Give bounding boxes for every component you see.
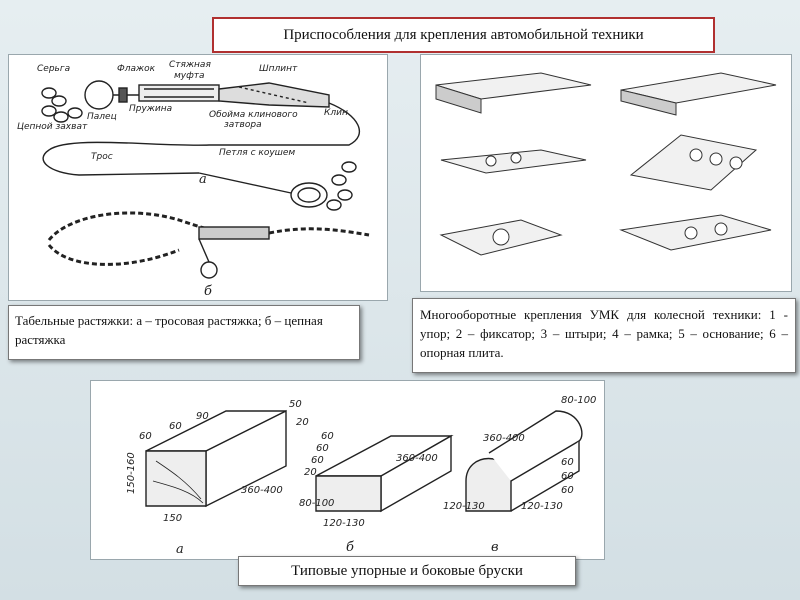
umk-caption: Многооборотные крепления УМК для колесно… xyxy=(412,298,796,373)
label-oboima-2: затвора xyxy=(224,120,262,130)
subfigure-blocks-b: б xyxy=(346,540,354,555)
label-tsepnoi: Цепной захват xyxy=(17,122,88,132)
straps-illustration: Серьга Флажок Стяжная муфта Шплинт Пружи… xyxy=(17,60,370,299)
label-flazhok: Флажок xyxy=(117,64,156,74)
dim-a-60-1: 60 xyxy=(139,431,152,442)
dim-c-height: 120-130 xyxy=(443,501,485,512)
slide-title: Приспособления для крепления автомобильн… xyxy=(212,17,715,53)
label-serga: Серьга xyxy=(37,64,70,74)
dim-b-length: 360-400 xyxy=(396,453,438,464)
dim-b-width: 120-130 xyxy=(323,518,365,529)
label-styazhnaya: Стяжная xyxy=(169,60,211,70)
label-shplint: Шплинт xyxy=(259,64,298,74)
dim-a-60-2: 60 xyxy=(169,421,182,432)
dim-b-60-1: 60 xyxy=(321,431,334,442)
dim-b-20: 20 xyxy=(304,467,317,478)
dim-a-width: 150 xyxy=(163,513,182,524)
straps-caption: Табельные растяжки: а – тросовая растяжк… xyxy=(8,305,360,360)
dim-a-90: 90 xyxy=(196,411,209,422)
umk-drawing xyxy=(420,54,792,292)
dim-c-60-1: 60 xyxy=(561,457,574,468)
label-oboima-1: Обойма клинового xyxy=(209,110,298,120)
subfigure-a: а xyxy=(199,172,207,187)
dim-b-60-3: 60 xyxy=(311,455,324,466)
dim-c-60-3: 60 xyxy=(561,485,574,496)
dim-a-height: 150-160 xyxy=(126,452,137,494)
dim-a-20: 20 xyxy=(296,417,309,428)
straps-drawing: Серьга Флажок Стяжная муфта Шплинт Пружи… xyxy=(8,54,388,301)
label-pruzhina: Пружина xyxy=(129,104,172,114)
blocks-caption: Типовые упорные и боковые бруски xyxy=(238,556,576,586)
label-petlya: Петля с коушем xyxy=(219,148,295,158)
dim-c-top: 80-100 xyxy=(561,395,596,406)
dim-c-60-2: 60 xyxy=(561,471,574,482)
dim-b-60-2: 60 xyxy=(316,443,329,454)
label-klin: Клин xyxy=(324,108,348,118)
subfigure-blocks-c: в xyxy=(491,540,499,555)
blocks-illustration: 60 60 90 50 20 150-160 150 360-400 60 60… xyxy=(126,395,596,557)
label-mufta: муфта xyxy=(174,71,205,81)
dim-c-length: 360-400 xyxy=(483,433,525,444)
label-tros: Трос xyxy=(91,152,113,162)
subfigure-b: б xyxy=(204,284,212,299)
dim-c-width: 120-130 xyxy=(521,501,563,512)
dim-a-length: 360-400 xyxy=(241,485,283,496)
dim-a-50: 50 xyxy=(289,399,302,410)
dim-b-height: 80-100 xyxy=(299,498,334,509)
subfigure-blocks-a: а xyxy=(176,542,184,557)
blocks-drawing: 60 60 90 50 20 150-160 150 360-400 60 60… xyxy=(90,380,605,560)
chain-grip-top xyxy=(41,87,83,123)
umk-illustration xyxy=(435,72,777,256)
label-palets: Палец xyxy=(87,112,117,122)
